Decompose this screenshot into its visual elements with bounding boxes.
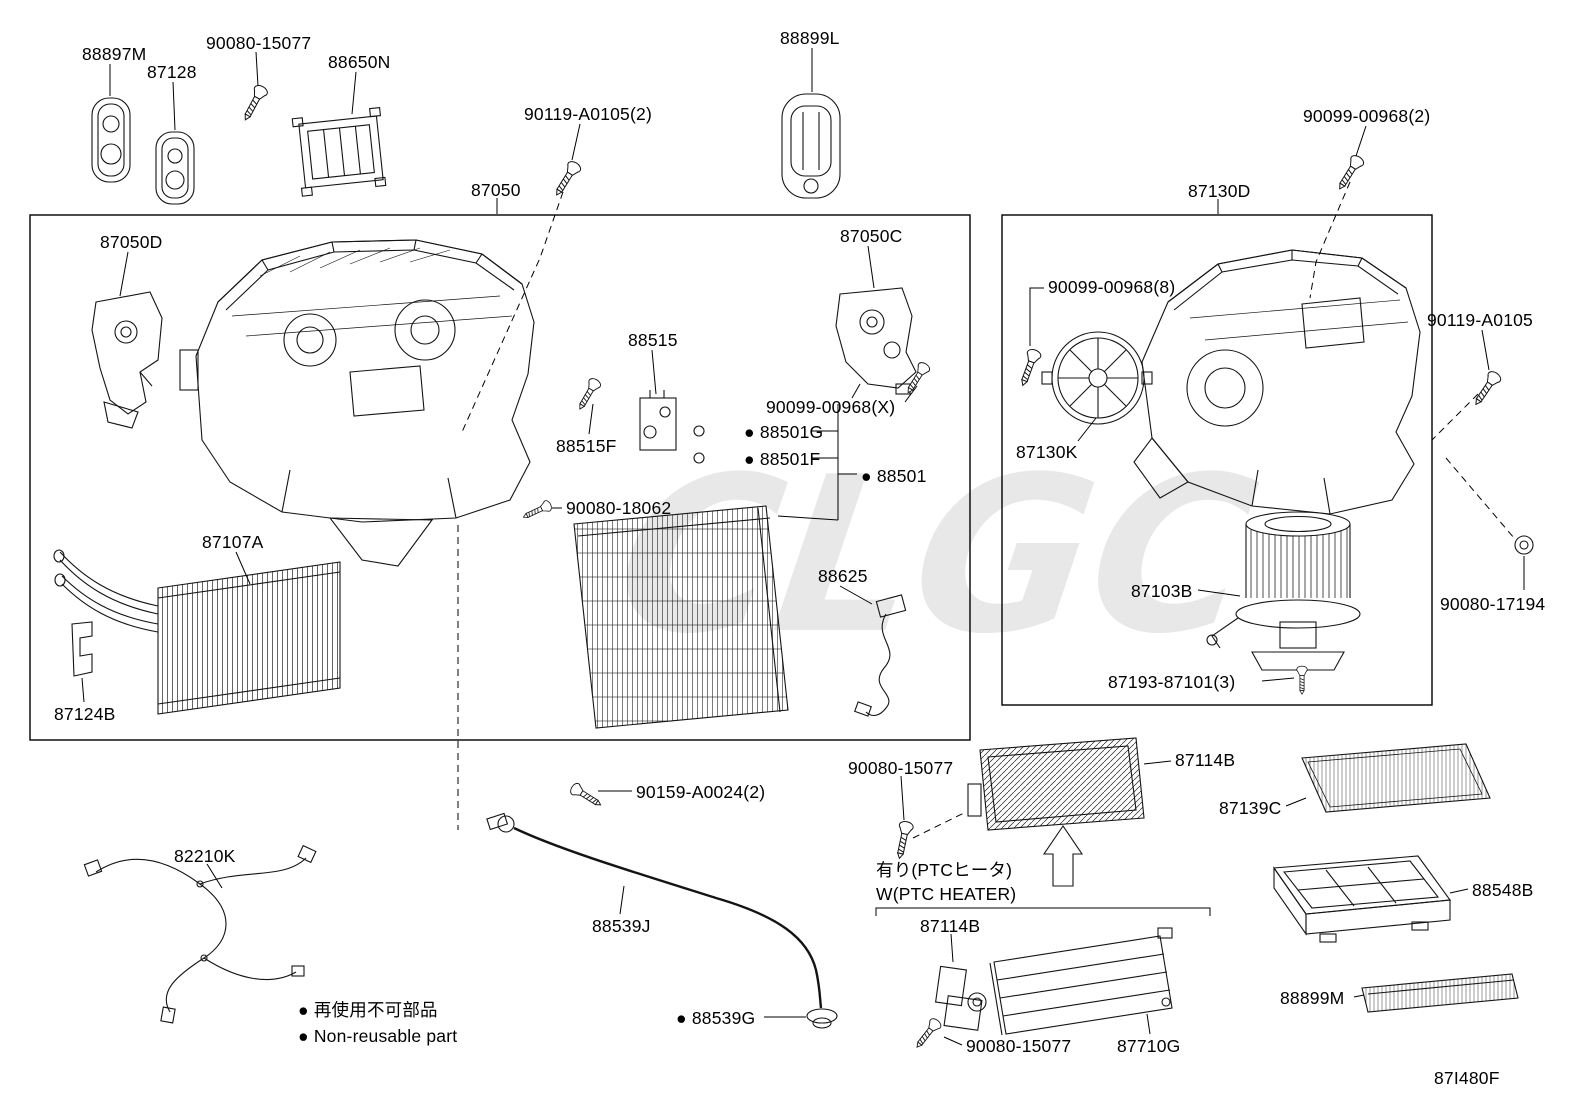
drain-hose-88539J-art [486,812,823,1009]
assembly-box-87050 [29,214,971,741]
wire-harness-82210K-art [83,844,317,1024]
fan-87130K-art [1041,331,1153,425]
screw-icon [1015,347,1043,389]
amplifier-88650N-art [291,107,387,197]
clamp-87124B-art [71,621,93,677]
screw-icon [573,376,603,413]
expansion-valve-88515-art [639,390,677,451]
blower-motor-87103B-art [1206,511,1361,671]
grommet-87128-art [155,131,195,205]
cover-88899M-art [1361,973,1519,1013]
filter-case-88548B-art [1273,855,1452,943]
insert-arrow-icon [1042,825,1084,887]
servo-87050C-art [835,287,917,399]
ptc-bracket-87114B-art [935,965,987,1031]
heater-core-87107A-art [53,549,341,715]
o-ring-icons [693,425,705,464]
hvac-case-art [179,239,535,567]
grommet-88539G-art [806,1008,838,1029]
evaporator-core-art [573,505,789,729]
screw-icon [1333,152,1367,194]
screw-icon [550,158,584,200]
ptc-heater-87114B-art [967,737,1145,831]
thermistor-88625-art [854,594,907,717]
screw-icon [238,82,270,124]
leader-lines [81,48,1525,1046]
key-fob-88899L-art [781,93,841,199]
grommet-88897M-art [91,97,131,183]
grommet-90080-17194-art [1514,535,1534,555]
ptc-assembly-87710G-art [989,927,1173,1036]
screw-icon [891,819,915,861]
assembly-box-87130D [1001,214,1433,706]
servo-87050D-art [91,291,163,429]
screw-icon [911,1016,944,1052]
cabin-filter-87139C-art [1301,743,1491,813]
screw-icon [902,360,932,397]
screw-icon [568,781,605,811]
blower-case-art [1133,249,1421,515]
screw-icon [520,498,554,523]
dashed-lines [457,181,1515,839]
screw-icon [1296,665,1308,695]
screw-icon [1469,368,1504,409]
